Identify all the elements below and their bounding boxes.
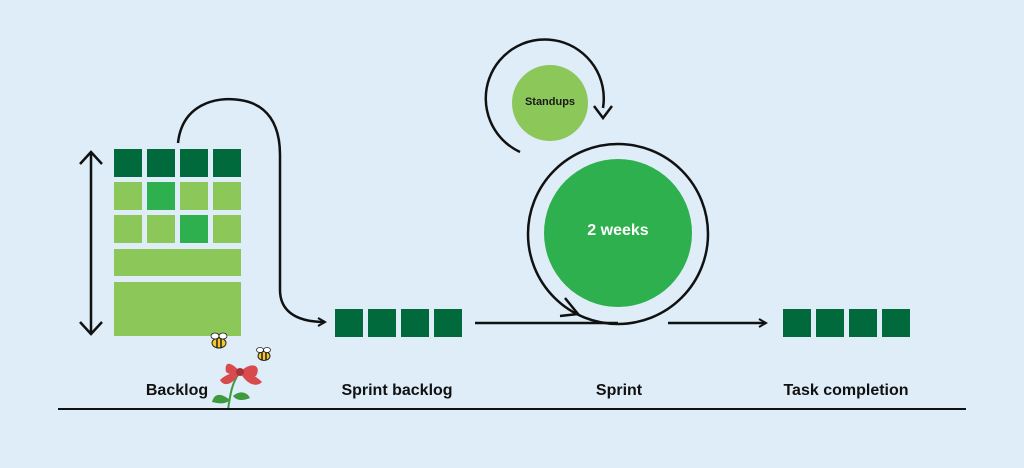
sprint-backlog-item xyxy=(401,309,429,337)
stage-label-task-completion: Task completion xyxy=(783,382,908,399)
completed-task-item xyxy=(849,309,877,337)
bee-icon xyxy=(256,347,271,361)
backlog-item xyxy=(114,149,142,177)
standups-circle xyxy=(512,65,588,141)
completed-task-item xyxy=(882,309,910,337)
bee-icon xyxy=(210,332,228,349)
sprint-backlog-item xyxy=(335,309,363,337)
backlog-item xyxy=(114,182,142,210)
stage-label-sprint-backlog: Sprint backlog xyxy=(341,382,452,399)
sprint-backlog-item xyxy=(434,309,462,337)
backlog-item xyxy=(147,215,175,243)
standups-loop-arrow xyxy=(484,38,605,154)
completed-task-item xyxy=(816,309,844,337)
backlog-item xyxy=(114,215,142,243)
sprint-loop-ring xyxy=(526,142,710,326)
sprint-backlog-item xyxy=(368,309,396,337)
completed-task-item xyxy=(783,309,811,337)
flower-icon xyxy=(212,363,262,411)
backlog-item xyxy=(213,182,241,210)
stage-label-backlog: Backlog xyxy=(146,382,208,399)
backlog-item xyxy=(213,215,241,243)
standups-loop-arrowhead xyxy=(593,105,613,121)
backlog-grid xyxy=(114,149,241,336)
standups-label: Standups xyxy=(525,96,575,108)
sprint-duration-label: 2 weeks xyxy=(587,222,648,239)
backlog-item xyxy=(213,149,241,177)
backlog-item xyxy=(180,182,208,210)
backlog-item-large xyxy=(114,282,241,336)
stage-label-sprint: Sprint xyxy=(596,382,643,399)
sprint-loop-arrowhead xyxy=(559,297,581,318)
sprint-backlog-items xyxy=(335,309,462,337)
backlog-size-arrow xyxy=(79,150,103,336)
backlog-item xyxy=(147,149,175,177)
backlog-item xyxy=(180,215,208,243)
backlog-item-wide xyxy=(114,249,241,276)
task-completion-items xyxy=(783,309,910,337)
sprint-duration-circle xyxy=(544,159,692,307)
backlog-item xyxy=(147,182,175,210)
backlog-to-sprint-backlog-arrow xyxy=(176,97,325,322)
backlog-item xyxy=(180,149,208,177)
